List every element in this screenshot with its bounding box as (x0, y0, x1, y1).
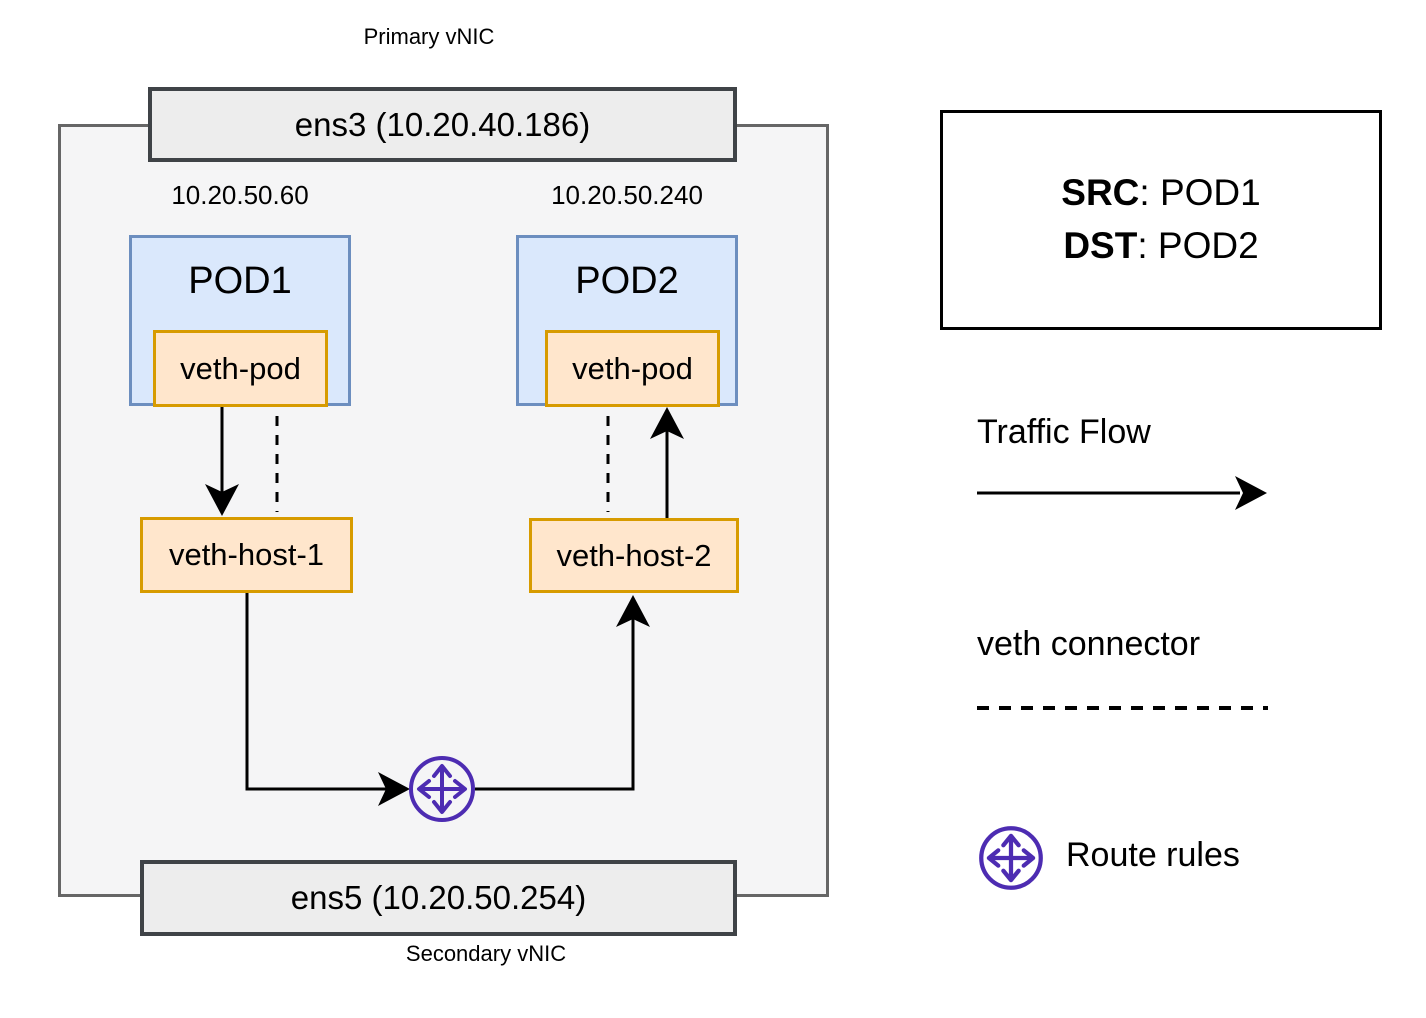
legend-traffic-flow-label: Traffic Flow (977, 413, 1151, 451)
legend-src-line: SRC: POD1 (1061, 167, 1260, 220)
pod2-title: POD2 (575, 260, 679, 302)
legend-route-rules-icon (979, 826, 1043, 890)
pod1-veth-pod-box: veth-pod (153, 330, 328, 407)
pod1-title: POD1 (188, 260, 292, 302)
legend-src-label: SRC (1061, 172, 1140, 214)
pod1-ip-label: 10.20.50.60 (171, 180, 309, 210)
legend-route-rules-label: Route rules (1066, 836, 1240, 874)
primary-vnic-label: Primary vNIC (363, 24, 495, 49)
secondary-vnic-label: Secondary vNIC (405, 941, 567, 966)
legend-traffic-flow-arrow (977, 476, 1267, 510)
legend-dst-line: DST: POD2 (1063, 220, 1258, 273)
primary-nic-box: ens3 (10.20.40.186) (148, 87, 737, 162)
legend-src-value: : POD1 (1139, 172, 1261, 214)
legend-dst-label: DST (1063, 225, 1138, 266)
pod2-ip-label: 10.20.50.240 (551, 180, 703, 210)
legend-dst-value: : POD2 (1137, 225, 1259, 266)
veth-host-2-box: veth-host-2 (529, 518, 739, 593)
secondary-nic-box: ens5 (10.20.50.254) (140, 860, 737, 936)
legend-endpoints-box: SRC: POD1 DST: POD2 (940, 110, 1382, 330)
pod2-veth-pod-box: veth-pod (545, 330, 720, 407)
veth-host-1-box: veth-host-1 (140, 517, 353, 593)
legend-veth-connector-label: veth connector (977, 625, 1201, 663)
